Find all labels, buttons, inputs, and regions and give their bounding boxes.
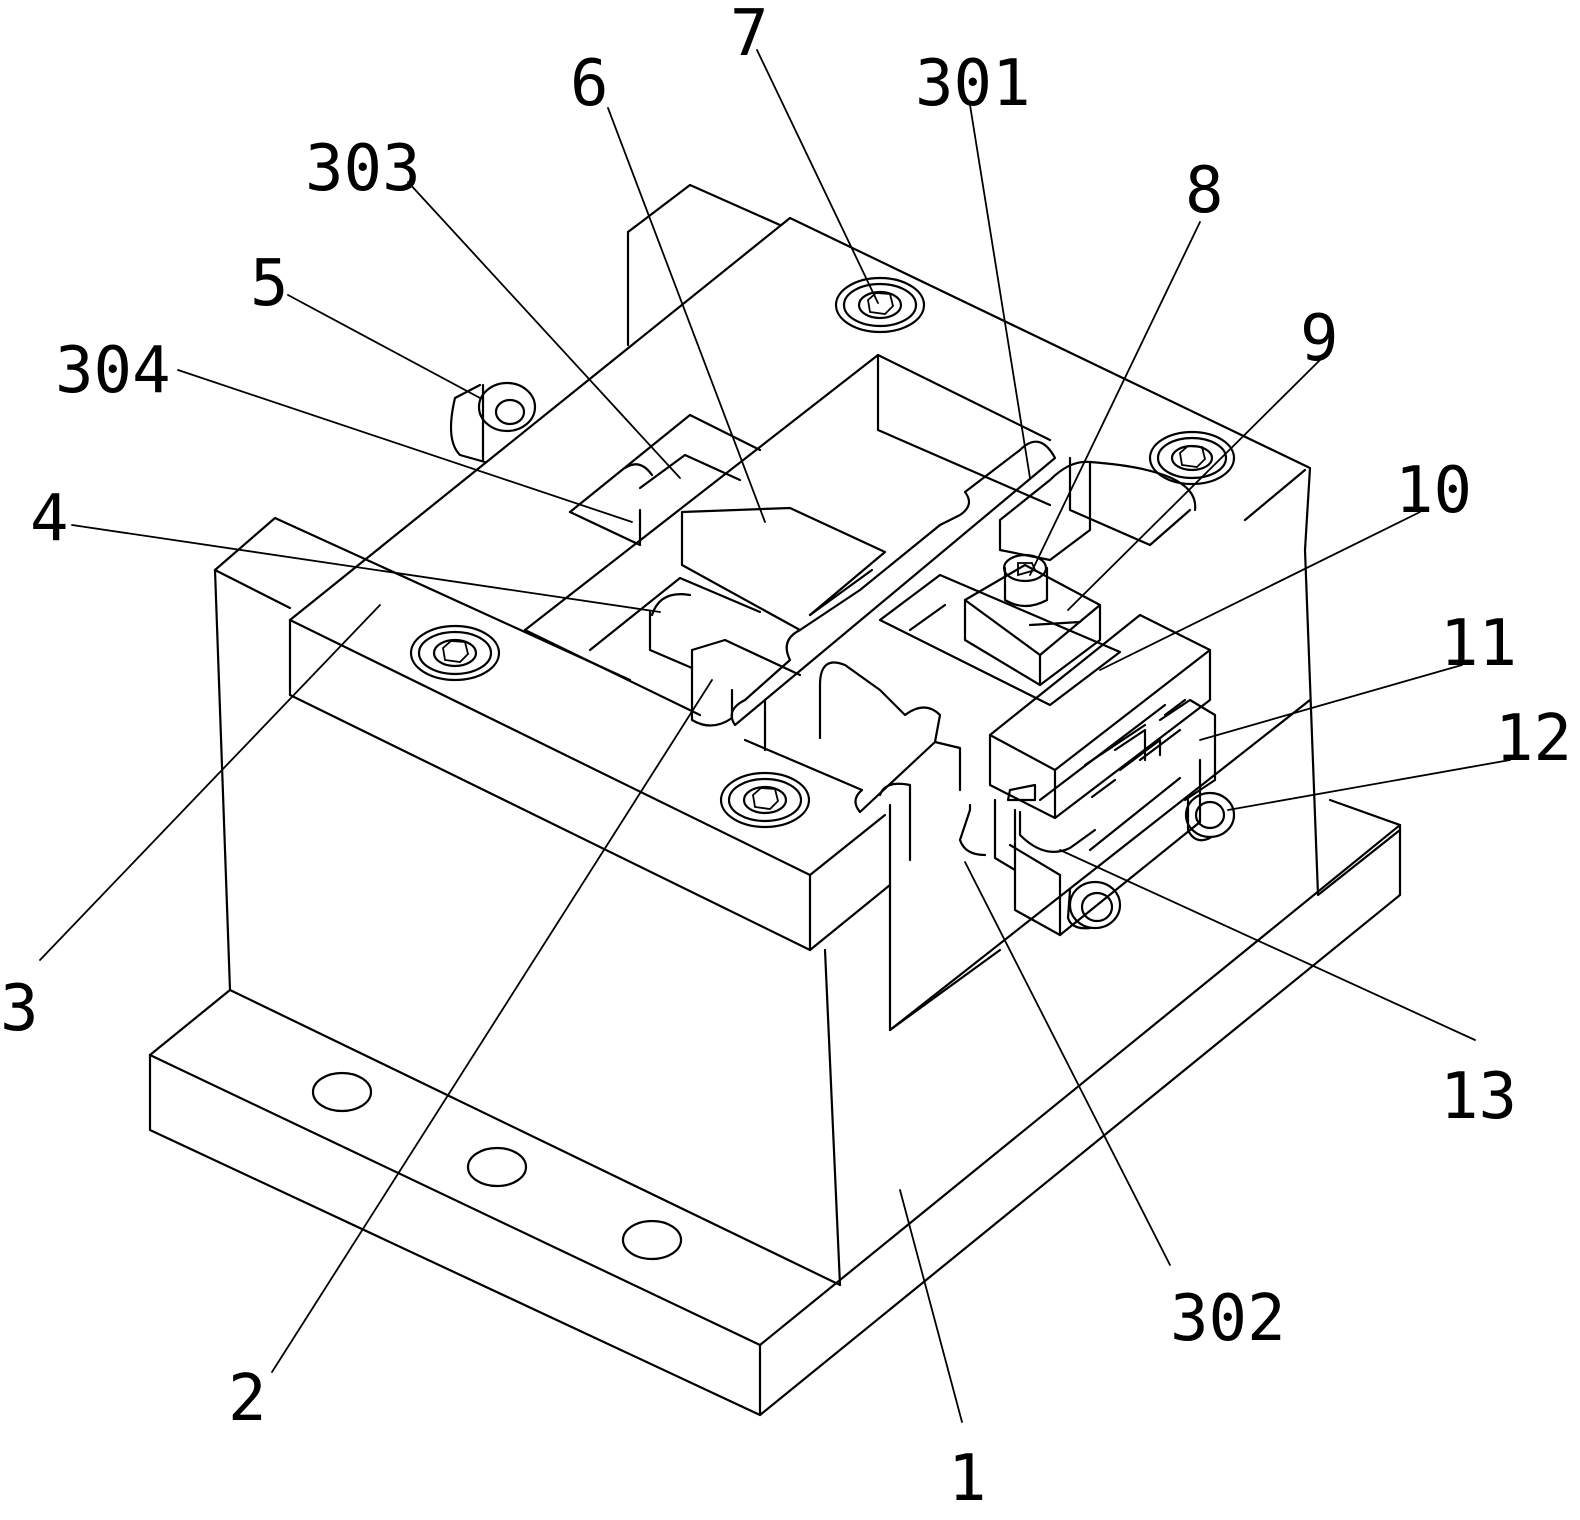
cap-screw-left [409, 624, 501, 682]
leader-10 [1099, 511, 1421, 671]
side-knob [449, 381, 537, 464]
leader-3 [39, 604, 381, 961]
leader-303 [407, 181, 681, 479]
label-5: 5 [250, 247, 289, 321]
label-13: 13 [1440, 1060, 1517, 1134]
leader-302 [964, 861, 1171, 1266]
leader-7 [756, 49, 879, 304]
label-11: 11 [1440, 607, 1517, 681]
leader-lines [39, 49, 1511, 1423]
leader-13 [1059, 849, 1476, 1041]
leader-1 [899, 1189, 963, 1423]
leader-12 [1227, 759, 1511, 811]
label-7: 7 [730, 0, 769, 71]
leader-8 [1029, 221, 1201, 576]
leader-11 [1199, 664, 1463, 741]
leader-9 [1067, 359, 1321, 611]
central-pocket [523, 353, 1052, 727]
slotted-rail [730, 440, 1197, 862]
leader-5 [287, 294, 481, 399]
leader-304 [177, 369, 633, 523]
label-3: 3 [0, 972, 39, 1046]
side-screw-12 [1184, 791, 1236, 842]
label-1: 1 [948, 1442, 987, 1516]
label-9: 9 [1300, 302, 1339, 376]
base-plate [148, 698, 1402, 1417]
side-screw-13 [1066, 880, 1122, 930]
cap-screw-front [719, 771, 811, 829]
leader-4 [71, 524, 661, 613]
label-6: 6 [570, 47, 609, 121]
label-304: 304 [55, 334, 171, 408]
label-12: 12 [1495, 702, 1572, 776]
top-plate [288, 216, 1312, 952]
label-4: 4 [30, 482, 69, 556]
mounting-hole [466, 1146, 528, 1188]
label-8: 8 [1185, 154, 1224, 228]
mounting-hole [621, 1219, 683, 1261]
label-303: 303 [305, 132, 421, 206]
locating-block [878, 553, 1122, 707]
label-2: 2 [228, 1362, 267, 1436]
clamp-head [988, 613, 1217, 937]
body-block [213, 183, 1402, 1287]
leader-6 [607, 107, 766, 523]
cap-screw-top [834, 276, 926, 334]
cap-screw-right [1148, 430, 1236, 486]
leader-301 [969, 104, 1031, 479]
leader-2 [271, 679, 713, 1373]
label-10: 10 [1395, 454, 1472, 528]
label-302: 302 [1170, 1282, 1286, 1356]
mounting-hole [311, 1071, 373, 1113]
label-301: 301 [915, 47, 1031, 121]
